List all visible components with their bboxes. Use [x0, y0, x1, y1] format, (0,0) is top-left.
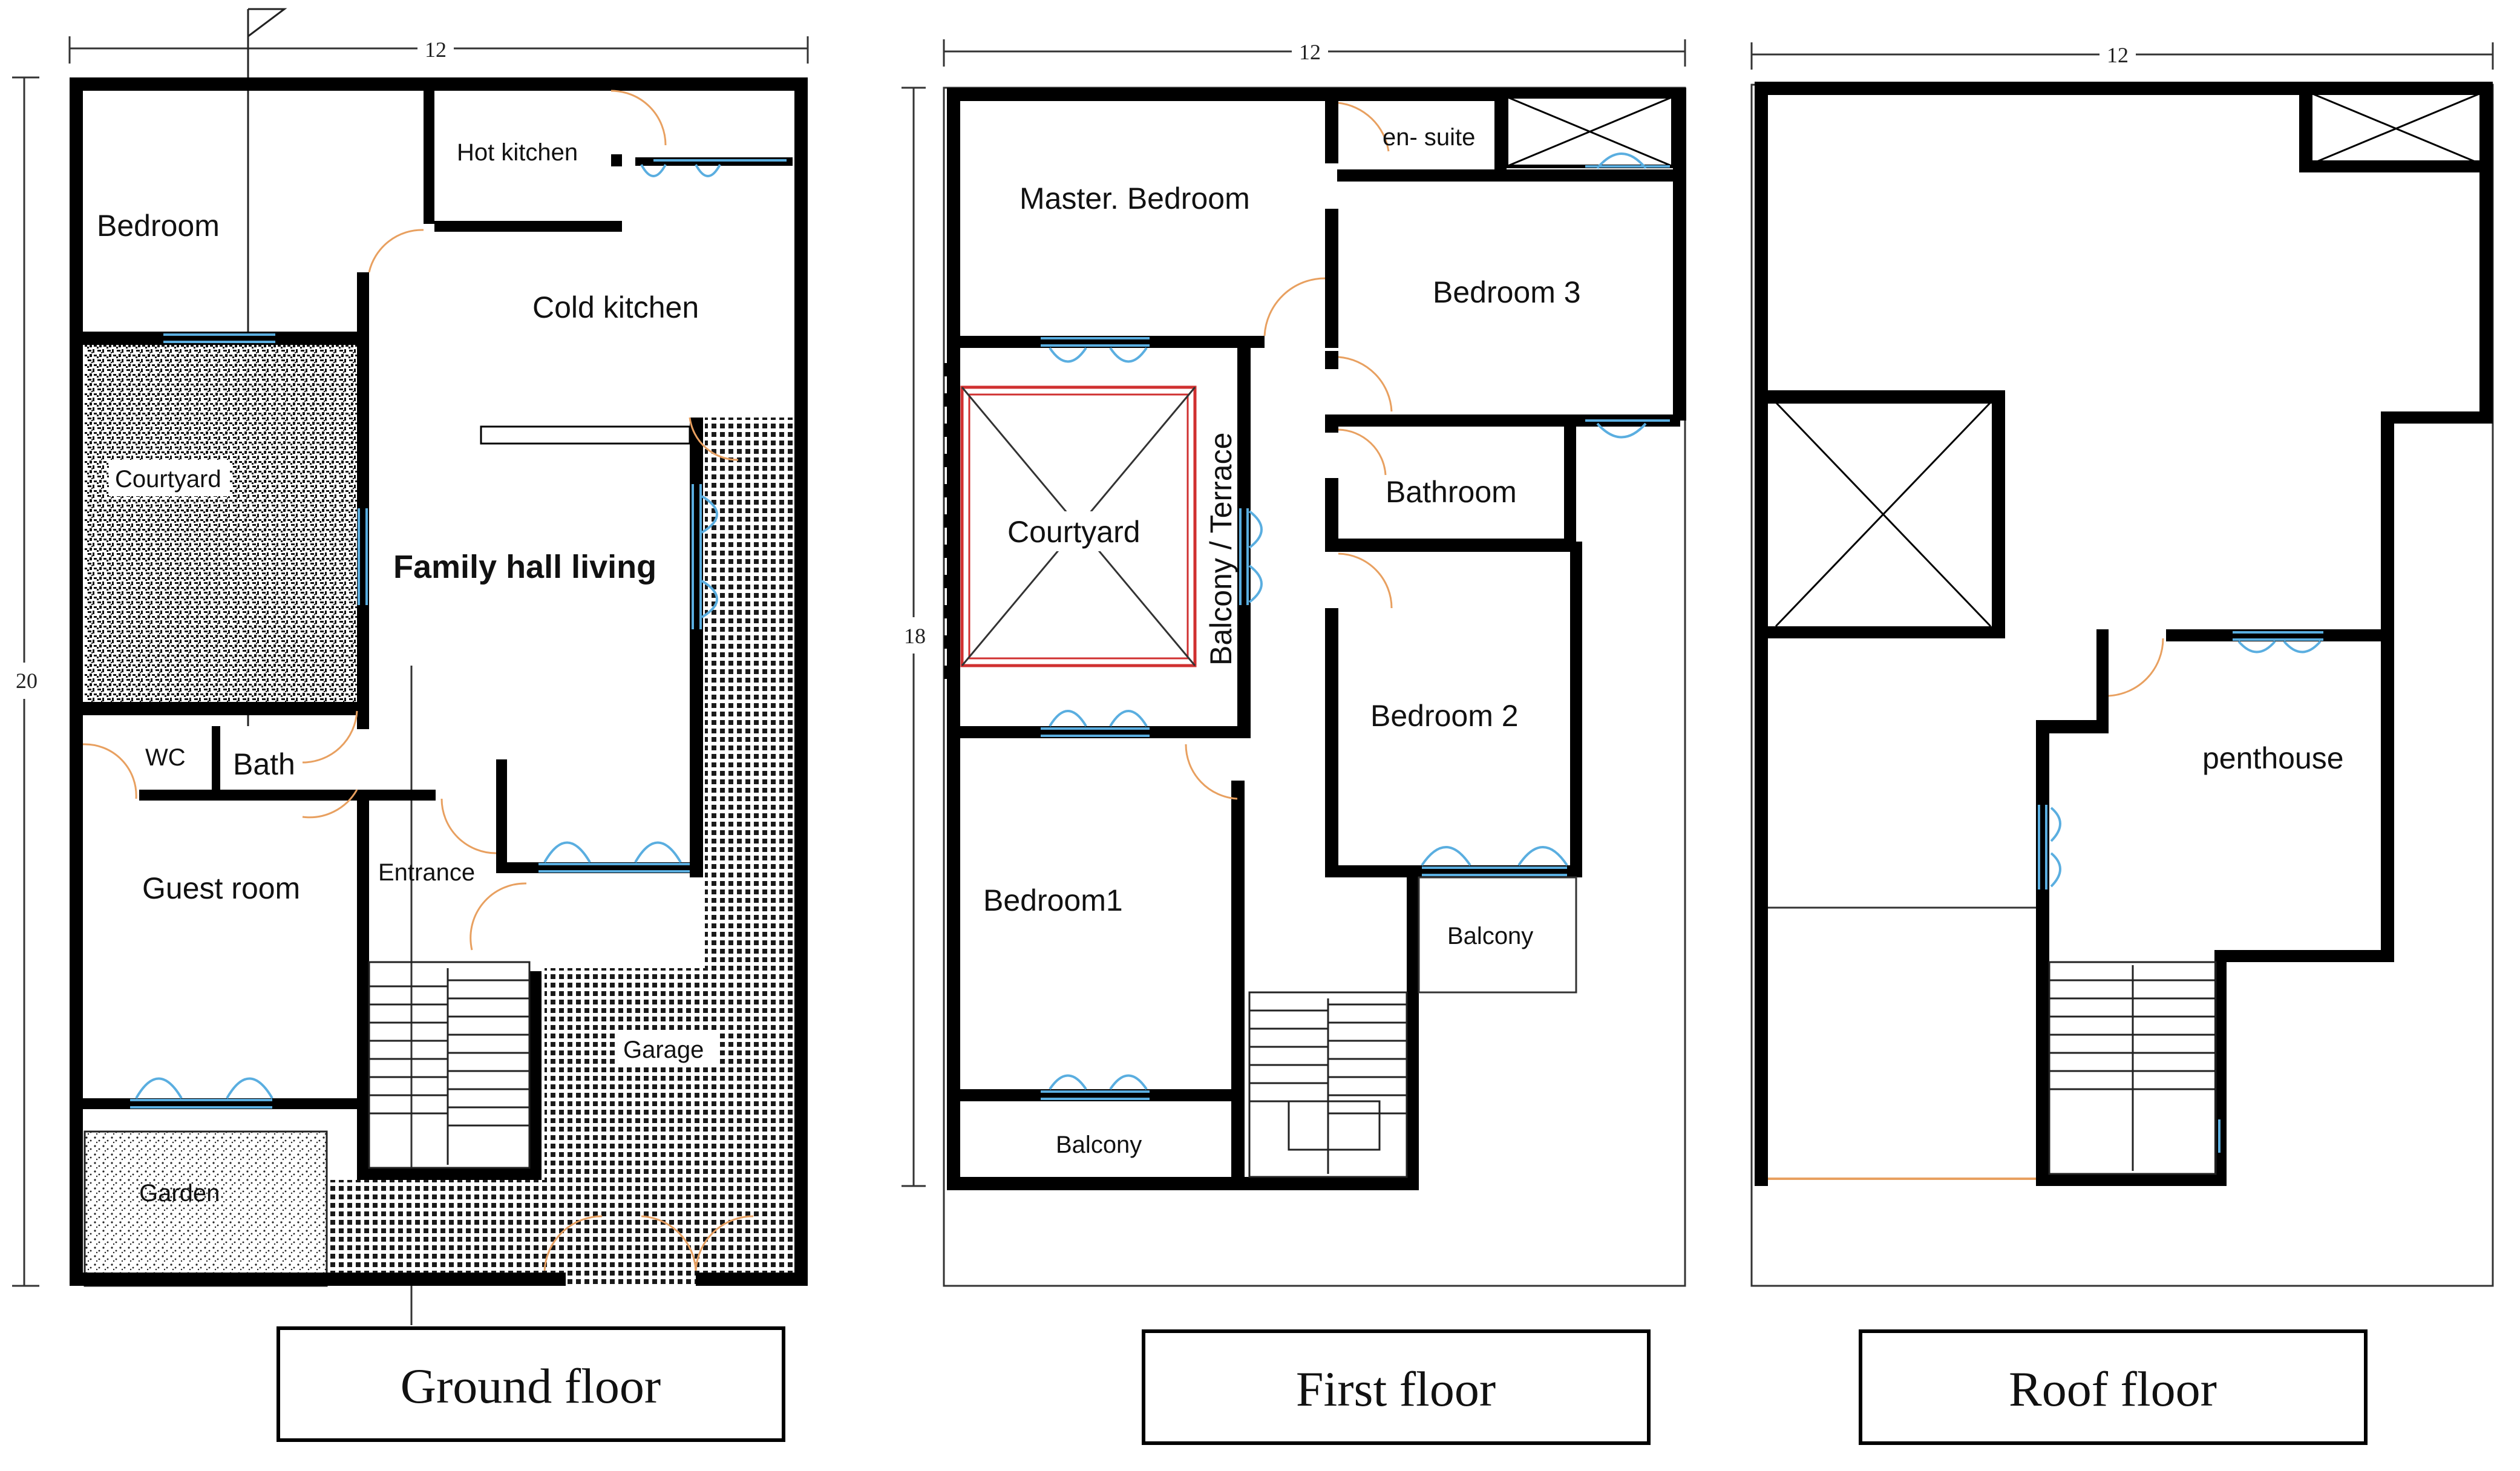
- roof-stairs: [2048, 961, 2217, 1175]
- room-label-balcony-right: Balcony: [1447, 923, 1533, 949]
- ground-doors: [82, 90, 754, 1271]
- room-label-bedroom1: Bedroom1: [983, 883, 1123, 917]
- roof-windows: [2038, 631, 2323, 1153]
- ground-caption-box: [277, 1326, 785, 1442]
- ground-floor-plan: 12 20: [11, 8, 809, 1325]
- balcony-right-outline: [1418, 876, 1577, 994]
- ground-walls: [70, 77, 808, 1286]
- ground-floor-caption: Ground floor: [401, 1358, 661, 1414]
- room-label-penthouse: penthouse: [2202, 741, 2344, 775]
- room-label-guest-room: Guest room: [142, 871, 300, 905]
- first-windows: [1041, 152, 1670, 1100]
- courtyard-fill: [85, 345, 360, 711]
- room-label-en-suite: en- suite: [1383, 124, 1475, 151]
- room-label-bathroom: Bathroom: [1386, 475, 1517, 509]
- ground-stairs: [368, 961, 531, 1169]
- room-label-garage: Garage: [623, 1037, 704, 1063]
- room-label-bedroom2: Bedroom 2: [1370, 699, 1519, 733]
- first-floor-caption: First floor: [1296, 1361, 1496, 1417]
- roof-floor-plan: 12: [1750, 41, 2494, 1287]
- garden-path-fill: [327, 1180, 705, 1286]
- room-label-garden: Garden: [139, 1180, 220, 1207]
- roof-width-label: 12: [2107, 43, 2129, 67]
- room-label-bath: Bath: [233, 747, 295, 781]
- first-width-label: 12: [1299, 40, 1321, 64]
- room-label-family-hall: Family hall living: [393, 549, 656, 585]
- kitchen-counter: [480, 425, 691, 445]
- courtyard-rail: [944, 363, 951, 679]
- ground-width-label: 12: [425, 38, 447, 62]
- ground-windows: [130, 159, 787, 1109]
- caption-boxes: Ground floor First floor Roof floor: [277, 1326, 2368, 1445]
- room-label-hot-kitchen: Hot kitchen: [457, 139, 578, 166]
- room-label-entrance: Entrance: [378, 859, 475, 886]
- first-depth-label: 18: [904, 624, 926, 648]
- room-label-bedroom3: Bedroom 3: [1433, 275, 1581, 309]
- room-label-wc: WC: [145, 744, 186, 771]
- roof-floor-caption: Roof floor: [2009, 1361, 2217, 1417]
- first-doors: [1185, 102, 1393, 800]
- roof-door-arc: [2108, 638, 2164, 697]
- roof-walls: [1755, 82, 2493, 1186]
- driveway-fill: [705, 418, 805, 1286]
- room-label-first-courtyard: Courtyard: [1007, 515, 1141, 549]
- room-label-master-bedroom: Master. Bedroom: [1019, 182, 1250, 215]
- first-caption-box: [1142, 1329, 1651, 1445]
- courtyard-outline: [960, 385, 1197, 667]
- room-label-bedroom: Bedroom: [97, 209, 220, 243]
- room-label-courtyard: Courtyard: [115, 466, 221, 493]
- garden-fill: [85, 1132, 327, 1286]
- room-label-cold-kitchen: Cold kitchen: [532, 290, 699, 324]
- first-stairs: [1248, 991, 1408, 1178]
- first-walls: [947, 88, 1686, 1190]
- roof-caption-box: [1859, 1329, 2368, 1445]
- room-label-balcony-bottom: Balcony: [1056, 1132, 1142, 1158]
- room-label-balcony-terrace: Balcony / Terrace: [1204, 433, 1238, 666]
- ground-depth-label: 20: [16, 669, 38, 693]
- first-floor-plan: 12 18: [902, 38, 1686, 1287]
